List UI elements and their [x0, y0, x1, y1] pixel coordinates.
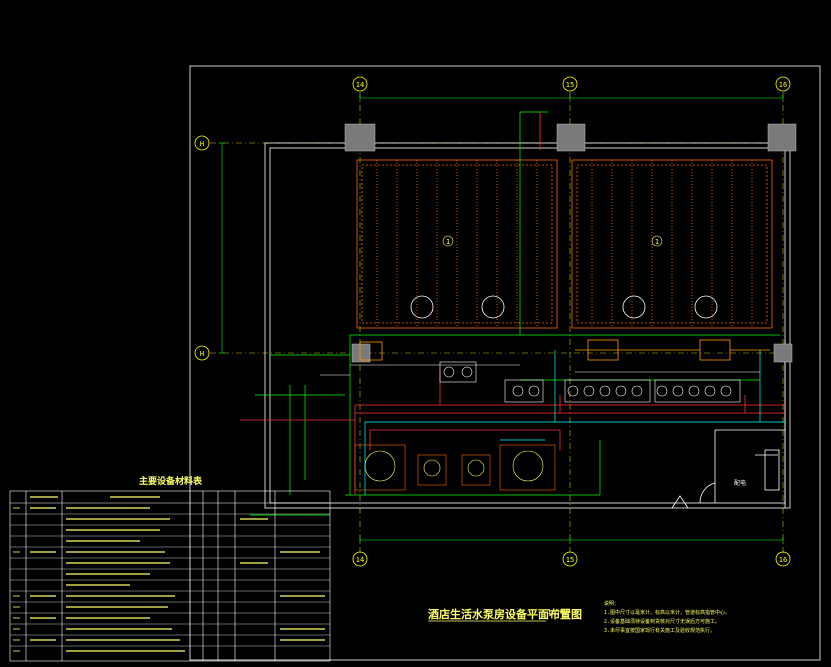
grid-label-left-1: H: [200, 140, 204, 148]
pipes-cyan: [364, 350, 785, 495]
grid-label-top-3: 16: [779, 81, 787, 89]
columns: [344, 123, 797, 363]
grid-label-top-2: 15: [566, 81, 574, 89]
drawing-scale: 1:50: [547, 608, 564, 616]
tank-label-right: 1: [655, 238, 659, 246]
equipment-table: [9, 490, 331, 662]
pump-group-upper: [439, 361, 741, 403]
note-line: 说明：: [604, 601, 620, 607]
tank-label-left: 1: [446, 238, 450, 246]
grid-label-bottom-3: 16: [779, 556, 787, 564]
note-line: 2.设备基础须待设备到货核对尺寸无误后方可施工。: [604, 619, 721, 625]
table-title: 主要设备材料表: [139, 477, 203, 487]
grid-label-bottom-2: 15: [566, 556, 574, 564]
water-tank-right: [571, 159, 773, 329]
note-line: 3.未尽事宜按国家现行有关施工及验收规范执行。: [604, 628, 716, 634]
notes-block: 说明： 1.图中尺寸以毫米计，标高以米计，管道标高指管中心。 2.设备基础须待设…: [604, 600, 730, 636]
note-line: 1.图中尺寸以毫米计，标高以米计，管道标高指管中心。: [604, 610, 731, 616]
grid-label-left-2: H: [200, 350, 204, 358]
drawing-frame: [189, 65, 821, 661]
drawing-title: 酒店生活水泵房设备平面布置图: [428, 608, 582, 621]
pump-group-lower: [354, 444, 556, 491]
water-tank-left: [356, 159, 558, 329]
grid-label-top-1: 14: [356, 81, 364, 89]
grid-label-bottom-1: 14: [356, 556, 364, 564]
room-label: 配电: [734, 479, 746, 487]
